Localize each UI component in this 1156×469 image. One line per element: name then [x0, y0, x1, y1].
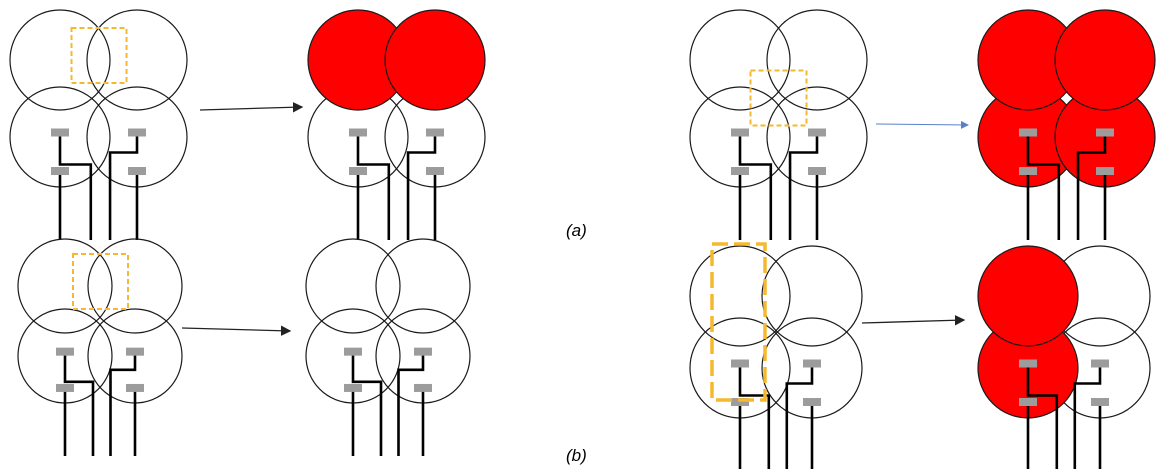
- contact-pad-bottom-right: [426, 167, 444, 175]
- coil-circle-top-right: [384, 9, 486, 111]
- contact-pad-top-left: [51, 128, 69, 137]
- arrow: [875, 120, 969, 129]
- contact-pad-bottom-right: [1091, 398, 1109, 406]
- label-a: (a): [566, 221, 587, 240]
- contact-pad-top-left: [344, 347, 362, 356]
- wire-left-coil: [63, 353, 95, 456]
- contact-pad-top-left: [1019, 359, 1037, 368]
- contact-pad-top-left: [1019, 128, 1037, 137]
- wire-left-coil: [351, 353, 383, 456]
- label-b: (b): [566, 446, 587, 465]
- contact-pad-bottom-left: [56, 383, 74, 392]
- coil-panel-a-right-before: [689, 9, 868, 240]
- wire-right-coil: [785, 365, 814, 469]
- coil-circle-top-left: [9, 9, 111, 111]
- arrow: [861, 315, 966, 326]
- contact-pad-top-left: [56, 347, 74, 356]
- selection-box: [710, 242, 767, 402]
- contact-pad-bottom-left: [1019, 398, 1037, 406]
- wire-right-coil: [788, 134, 819, 240]
- coil-circle-top-left: [689, 245, 791, 347]
- arrow: [199, 102, 304, 113]
- contact-pad-top-right: [414, 347, 432, 356]
- contact-pad-top-left: [349, 128, 367, 137]
- contact-pad-bottom-right: [1096, 167, 1114, 175]
- coil-panel-b-left-before: [17, 238, 183, 456]
- coil-panel-b-right-after: [977, 245, 1151, 469]
- contact-pad-bottom-right: [808, 167, 826, 175]
- contact-pad-top-right: [1091, 359, 1109, 368]
- coil-panel-b-right-before: [689, 242, 863, 469]
- contact-pad-bottom-left: [349, 167, 367, 175]
- contact-pad-top-right: [1096, 128, 1114, 137]
- selection-box: [72, 253, 129, 310]
- contact-pad-top-left: [731, 359, 749, 368]
- contact-pad-bottom-left: [731, 398, 749, 406]
- coil-circle-top-left: [17, 238, 113, 334]
- arrows: [181, 102, 969, 336]
- contact-pad-top-left: [731, 128, 749, 137]
- wire-left-coil: [58, 134, 93, 240]
- panels: [9, 9, 1156, 469]
- coil-circle-top-right: [86, 9, 188, 111]
- contact-pad-top-right: [128, 128, 146, 137]
- wire-right-coil: [406, 134, 437, 240]
- coil-circle-top-left: [305, 238, 401, 334]
- coil-circle-top-right: [87, 238, 183, 334]
- contact-pad-bottom-left: [51, 167, 69, 175]
- arrow: [181, 325, 292, 336]
- wire-right-coil: [397, 353, 425, 456]
- contact-pad-top-right: [808, 128, 826, 137]
- contact-pad-top-right: [126, 347, 144, 356]
- wire-right-coil: [108, 134, 139, 240]
- contact-pad-bottom-right: [414, 383, 432, 392]
- wire-right-coil: [1076, 134, 1107, 240]
- wire-right-coil: [1073, 365, 1102, 469]
- coil-panel-a-left-after: [307, 9, 486, 240]
- contact-pad-bottom-left: [344, 383, 362, 392]
- coil-panel-b-left-after: [305, 238, 471, 456]
- coil-circle-top-right: [766, 9, 868, 111]
- wire-left-coil: [1026, 365, 1059, 469]
- wire-left-coil: [738, 134, 773, 240]
- contact-pad-bottom-left: [1019, 167, 1037, 175]
- selection-box: [70, 27, 128, 84]
- wire-right-coil: [109, 353, 137, 456]
- coil-circle-top-right: [1054, 9, 1156, 111]
- coil-panel-a-right-after: [977, 9, 1156, 240]
- coil-circle-top-left: [689, 9, 791, 111]
- contact-pad-bottom-left: [731, 167, 749, 175]
- coil-circle-top-right: [761, 245, 863, 347]
- contact-pad-top-right: [803, 359, 821, 368]
- wire-left-coil: [356, 134, 391, 240]
- wire-left-coil: [738, 365, 771, 469]
- contact-pad-top-right: [426, 128, 444, 137]
- selection-box: [749, 69, 808, 127]
- contact-pad-bottom-right: [803, 398, 821, 406]
- contact-pad-bottom-right: [126, 383, 144, 392]
- coil-panel-a-left-before: [9, 9, 188, 240]
- contact-pad-bottom-right: [128, 167, 146, 175]
- coil-circle-top-right: [375, 238, 471, 334]
- wire-left-coil: [1026, 134, 1061, 240]
- coil-circle-top-left: [977, 245, 1079, 347]
